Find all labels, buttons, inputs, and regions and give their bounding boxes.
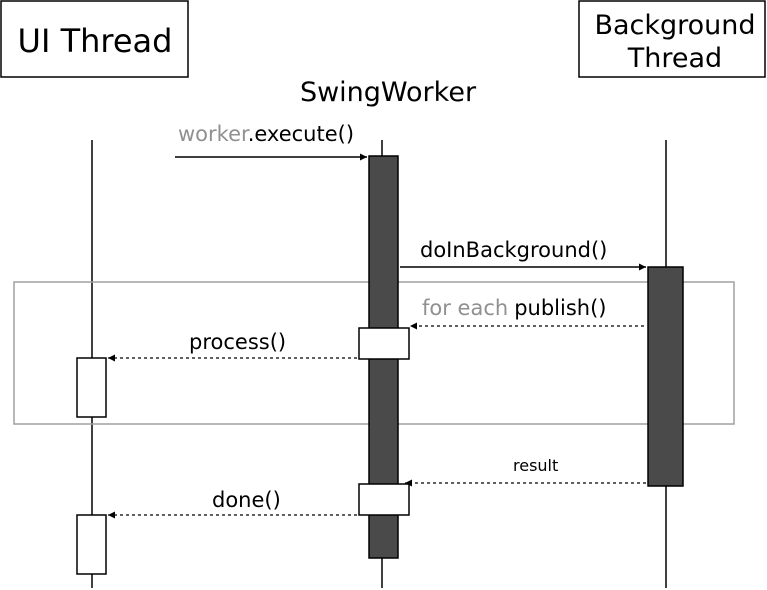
ui-process-activation: [76, 357, 107, 418]
swingworker-label: SwingWorker: [300, 77, 477, 108]
swingworker-result-activation: [358, 483, 410, 516]
background-thread-label-line2: Thread: [627, 43, 722, 74]
publish-call-label: publish(): [514, 296, 606, 320]
done-label: done(): [212, 488, 281, 512]
background-thread-participant: Background Thread: [578, 0, 766, 78]
process-label: process(): [189, 330, 286, 354]
publish-prefix-label: for each: [422, 296, 508, 320]
ui-thread-participant: UI Thread: [0, 0, 189, 78]
execute-call-label: .execute(): [248, 122, 354, 146]
execute-label: worker.execute(): [178, 122, 354, 146]
result-label: result: [513, 456, 558, 475]
ui-done-activation: [76, 514, 107, 575]
swingworker-publish-activation: [358, 327, 410, 360]
background-thread-label-line1: Background: [594, 10, 755, 41]
background-activation: [647, 266, 684, 487]
do-in-background-label: doInBackground(): [420, 238, 607, 262]
execute-object-label: worker: [178, 122, 250, 146]
ui-thread-label: UI Thread: [18, 22, 173, 60]
